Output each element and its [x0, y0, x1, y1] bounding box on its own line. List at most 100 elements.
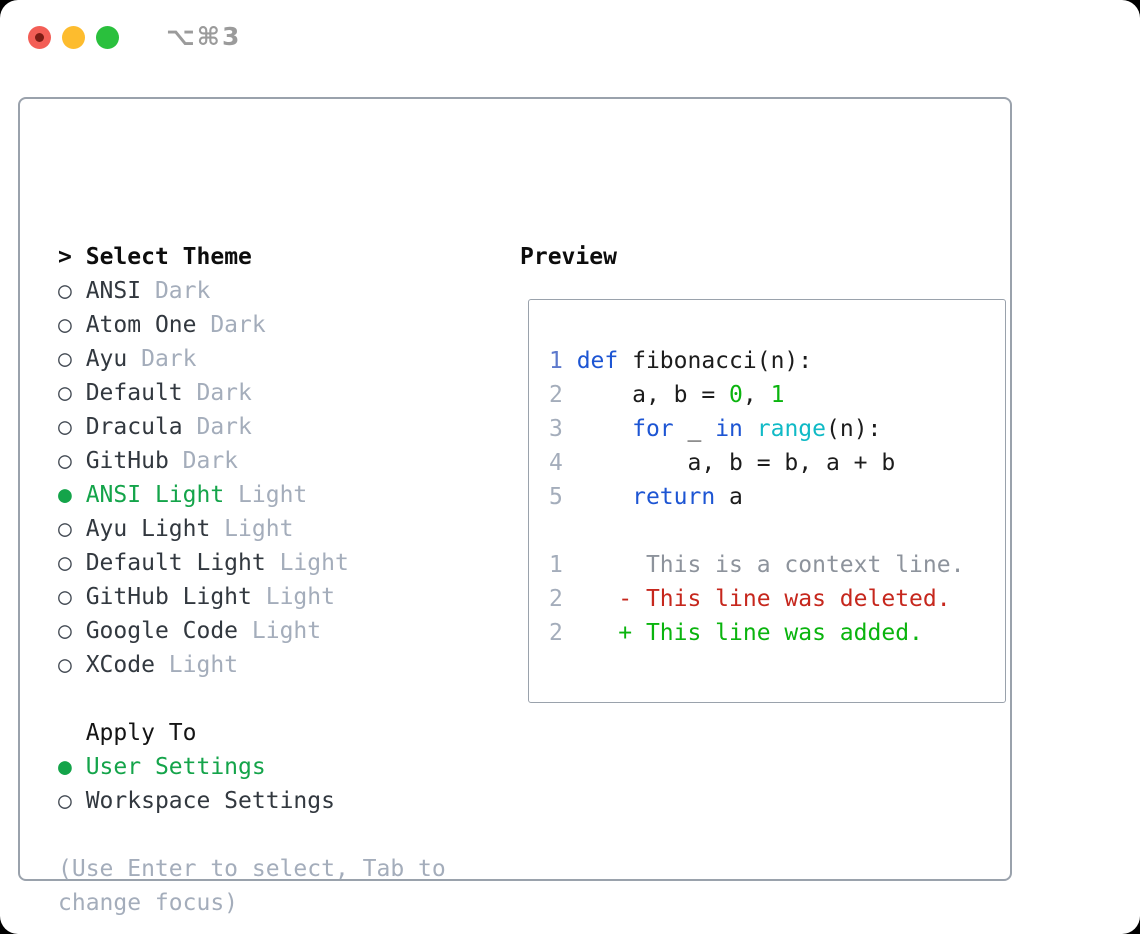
code-token: - This line was deleted. [576, 586, 951, 612]
theme-list-column: > Select Theme ○ ANSI Dark○ Atom One Dar… [58, 240, 498, 920]
radio-unselected-icon: ○ [58, 652, 86, 678]
apply-option-label: Workspace Settings [85, 788, 335, 814]
theme-variant-label: Light [210, 516, 294, 542]
code-token: , [742, 382, 771, 408]
theme-variant-label: Dark [182, 380, 252, 406]
radio-unselected-icon: ○ [58, 414, 86, 440]
code-token: range [756, 416, 826, 442]
code-line: 5 return a [549, 480, 1005, 514]
help-text-line: change focus) [58, 890, 239, 916]
code-token: (n): [826, 416, 882, 442]
theme-option-label: Ayu [85, 346, 128, 372]
radio-unselected-icon: ○ [58, 618, 86, 644]
cursor-marker: > [58, 244, 72, 270]
theme-list: ○ ANSI Dark○ Atom One Dark○ Ayu Dark○ De… [58, 274, 498, 682]
traffic-lights [28, 26, 119, 49]
code-token: in [715, 416, 743, 442]
theme-option-label: XCode [85, 652, 155, 678]
apply-to-list: ● User Settings○ Workspace Settings [58, 750, 498, 818]
code-token: 1 [770, 382, 785, 408]
code-token: 0 [729, 382, 743, 408]
minimize-button[interactable] [62, 26, 85, 49]
radio-unselected-icon: ○ [58, 278, 86, 304]
theme-option-label: ANSI Light [85, 482, 225, 508]
theme-variant-label: Light [154, 652, 239, 678]
theme-option-label: Dracula [85, 414, 183, 440]
help-text: (Use Enter to select, Tab to change focus… [58, 852, 498, 920]
code-line: 2 - This line was deleted. [549, 582, 1005, 616]
code-line [549, 514, 1005, 548]
radio-unselected-icon: ○ [58, 312, 86, 338]
close-button-dot-icon [35, 33, 44, 42]
code-token: def [576, 348, 619, 374]
theme-option-dracula[interactable]: ○ Dracula Dark [58, 410, 498, 444]
theme-option-github[interactable]: ○ GitHub Dark [58, 444, 498, 478]
theme-variant-label: Dark [196, 312, 266, 338]
line-number: 2 [549, 586, 577, 612]
spacer [58, 682, 498, 716]
theme-variant-label: Dark [168, 448, 239, 474]
line-number: 2 [549, 620, 577, 646]
theme-option-ansi[interactable]: ○ ANSI Dark [58, 274, 498, 308]
code-line: 2 a, b = 0, 1 [549, 378, 1005, 412]
theme-option-ayu[interactable]: ○ Ayu Dark [58, 342, 498, 376]
line-number: 2 [549, 382, 577, 408]
help-text-line: (Use Enter to select, Tab to [58, 856, 446, 882]
select-theme-heading-label: Select Theme [85, 244, 252, 270]
code-token: a, b = [576, 382, 730, 408]
code-token: This is a context line. [576, 552, 965, 578]
theme-variant-label: Dark [141, 278, 211, 304]
preview-heading: Preview [520, 244, 617, 270]
spacer [58, 818, 498, 852]
code-token [743, 416, 757, 442]
theme-option-xcode[interactable]: ○ XCode Light [58, 648, 498, 682]
theme-variant-label: Light [238, 618, 322, 644]
theme-option-google-code[interactable]: ○ Google Code Light [58, 614, 498, 648]
apply-option-user-settings[interactable]: ● User Settings [58, 750, 498, 784]
code-token: _ [673, 416, 716, 442]
radio-unselected-icon: ○ [58, 516, 86, 542]
theme-option-label: Atom One [85, 312, 197, 338]
zoom-button[interactable] [96, 26, 119, 49]
line-number: 1 [549, 348, 577, 374]
theme-option-ansi-light[interactable]: ● ANSI Light Light [58, 478, 498, 512]
radio-unselected-icon: ○ [58, 788, 86, 814]
theme-option-default[interactable]: ○ Default Dark [58, 376, 498, 410]
code-token: return [632, 484, 716, 510]
window-shortcut-label: ⌥⌘3 [166, 22, 242, 51]
theme-option-label: Default [85, 380, 183, 406]
theme-variant-label: Light [224, 482, 308, 508]
close-button[interactable] [28, 26, 51, 49]
code-token [577, 484, 632, 510]
theme-option-label: Ayu Light [85, 516, 211, 542]
code-token: a, b = b, a + b [576, 450, 896, 476]
code-token: fibonacci(n): [618, 348, 813, 374]
theme-variant-label: Dark [182, 414, 252, 440]
theme-option-default-light[interactable]: ○ Default Light Light [58, 546, 498, 580]
theme-option-label: Default Light [85, 550, 266, 576]
theme-option-github-light[interactable]: ○ GitHub Light Light [58, 580, 498, 614]
theme-option-label: Google Code [85, 618, 239, 644]
code-line: 2 + This line was added. [549, 616, 1005, 650]
theme-option-atom-one[interactable]: ○ Atom One Dark [58, 308, 498, 342]
code-line: 1 def fibonacci(n): [549, 344, 1005, 378]
apply-to-indent [58, 720, 86, 746]
code-token: for [632, 416, 674, 442]
apply-option-workspace-settings[interactable]: ○ Workspace Settings [58, 784, 498, 818]
radio-unselected-icon: ○ [58, 346, 86, 372]
radio-unselected-icon: ○ [58, 550, 86, 576]
apply-to-heading-label: Apply To [85, 720, 197, 746]
radio-unselected-icon: ○ [58, 584, 86, 610]
line-number: 3 [549, 416, 577, 442]
apply-option-label: User Settings [85, 754, 266, 780]
select-theme-heading: > Select Theme [58, 240, 498, 274]
code-line: 1 This is a context line. [549, 548, 1005, 582]
radio-unselected-icon: ○ [58, 448, 86, 474]
apply-to-heading: Apply To [58, 716, 498, 750]
theme-option-ayu-light[interactable]: ○ Ayu Light Light [58, 512, 498, 546]
theme-option-label: GitHub Light [85, 584, 252, 610]
theme-option-label: ANSI [85, 278, 142, 304]
select-theme-heading-text [72, 244, 86, 270]
